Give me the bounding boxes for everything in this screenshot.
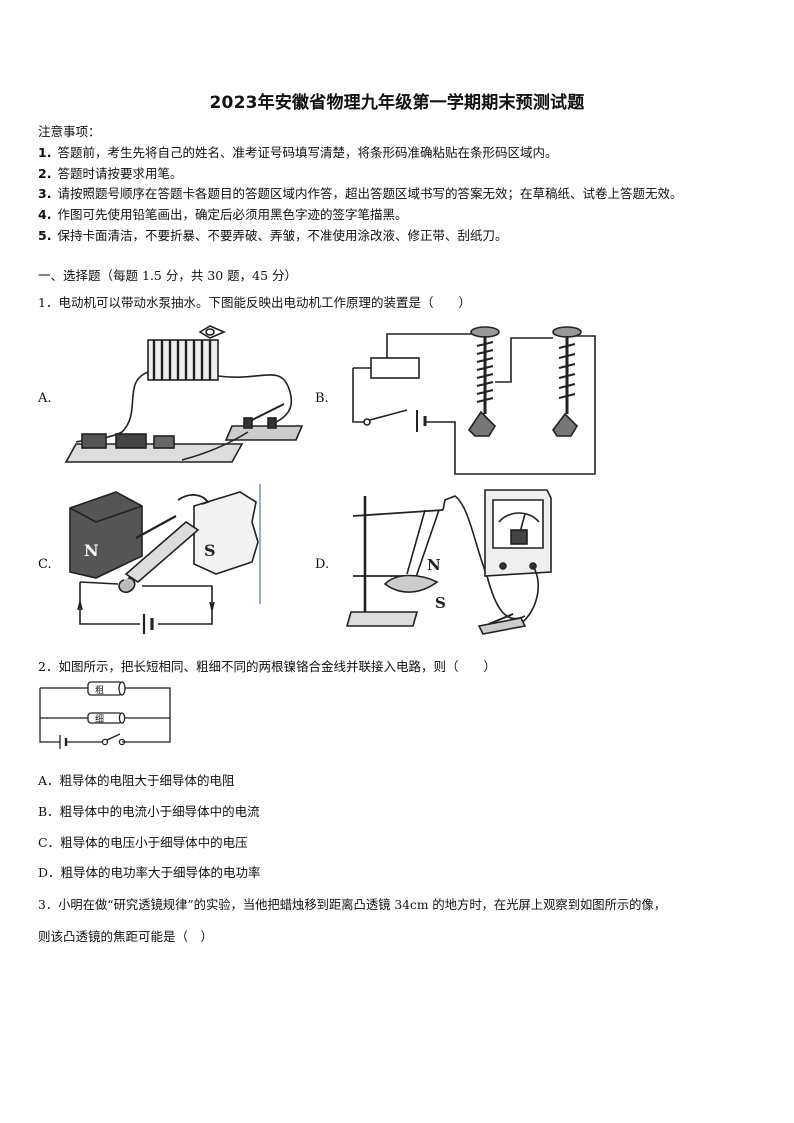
notice-item: 3. 请按照题号顺序在答题卡各题目的答题区域内作答，超出答题区域书写的答案无效；在…: [38, 183, 682, 202]
notice-item-text: 答题时请按要求用笔。: [57, 166, 183, 181]
notice-item-number: 3.: [38, 186, 52, 201]
magnet-s-label: S: [204, 541, 216, 560]
option-letter-c: C.: [38, 557, 52, 572]
answer-option-b: B．粗导体中的电流小于细导体中的电流: [38, 804, 260, 819]
option-letter-d: D.: [315, 557, 330, 572]
question-stem: 1．电动机可以带动水泵抽水。下图能反映出电动机工作原理的装置是（ ）: [38, 295, 471, 310]
figure-a-electromagnet: [64, 325, 304, 463]
question-stem: 2．如图所示，把长短相同、粗细不同的两根镍铬合金线并联接入电路，则（ ）: [38, 659, 496, 674]
figure-parallel-wires: 粗 细: [39, 681, 171, 749]
notice-item-text: 请按照题号顺序在答题卡各题目的答题区域内作答，超出答题区域书写的答案无效；在草稿…: [57, 186, 683, 201]
notice-item-number: 2.: [38, 166, 52, 181]
notice-item-number: 5.: [38, 228, 52, 243]
option-letter-b: B.: [315, 391, 329, 406]
question-stem-continued: 则该凸透镜的焦距可能是（ ）: [38, 929, 214, 944]
notice-item: 5. 保持卡面清洁，不要折暴、不要弄破、弄皱，不准使用涂改液、修正带、刮纸刀。: [38, 225, 507, 244]
magnet-n-label: N: [84, 541, 99, 560]
wire-label-thick: 粗: [95, 684, 104, 696]
figure-d-s-label: S: [435, 594, 446, 612]
option-letter-a: A.: [38, 391, 52, 406]
figure-b-electromagnets: [352, 326, 596, 475]
page-title: 2023年安徽省物理九年级第一学期期末预测试题: [209, 93, 585, 113]
notice-heading: 注意事项：: [38, 124, 101, 139]
notice-item-number: 4.: [38, 207, 52, 222]
notice-item-text: 保持卡面清洁，不要折暴、不要弄破、弄皱，不准使用涂改液、修正带、刮纸刀。: [57, 228, 508, 243]
figure-d-galvanometer: N S: [345, 489, 552, 635]
answer-option-c: C．粗导体的电压小于细导体中的电压: [38, 835, 248, 850]
section-heading: 一、选择题（每题 1.5 分，共 30 题，45 分）: [38, 268, 298, 283]
figure-d-n-label: N: [427, 556, 441, 574]
notice-item-text: 答题前，考生先将自己的姓名、准考证号码填写清楚，将条形码准确粘贴在条形码区域内。: [57, 145, 558, 160]
notice-item-text: 作图可先使用铅笔画出，确定后必须用黑色字迹的签字笔描黑。: [57, 207, 408, 222]
answer-option-d: D．粗导体的电功率大于细导体的电功率: [38, 865, 261, 880]
notice-item: 4. 作图可先使用铅笔画出，确定后必须用黑色字迹的签字笔描黑。: [38, 204, 407, 223]
wire-label-thin: 细: [95, 713, 104, 725]
answer-option-a: A．粗导体的电阻大于细导体的电阻: [38, 773, 235, 788]
figure-c-motor: N S: [69, 484, 261, 634]
notice-item-number: 1.: [38, 145, 52, 160]
question-stem: 3．小明在做“研究透镜规律”的实验，当他把蜡烛移到距离凸透镜 34cm 的地方时…: [38, 898, 667, 912]
notice-item: 1. 答题前，考生先将自己的姓名、准考证号码填写清楚，将条形码准确粘贴在条形码区域…: [38, 142, 557, 161]
notice-item: 2. 答题时请按要求用笔。: [38, 163, 182, 182]
